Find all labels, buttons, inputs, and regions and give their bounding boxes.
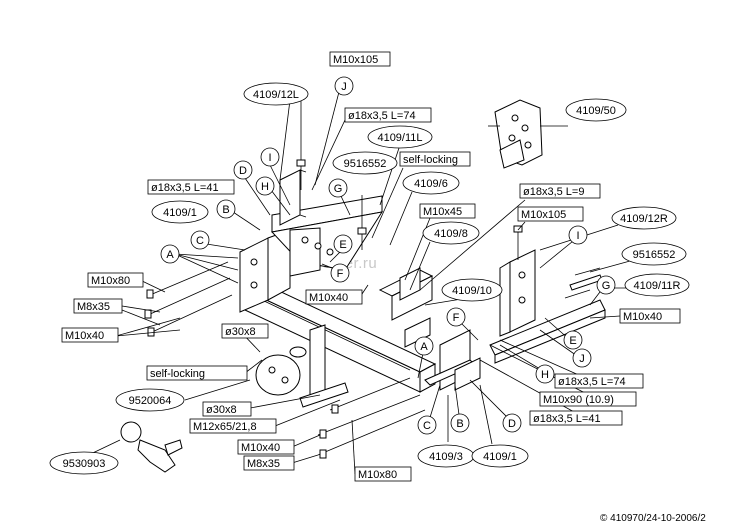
label-m12x65: M12x65/21,8	[193, 421, 257, 433]
bolts-bottom	[317, 377, 426, 459]
letter-b-left: B	[222, 204, 229, 216]
letter-g-left: G	[334, 183, 343, 195]
code-spacer-right: 9516552	[633, 249, 676, 261]
label-m10x40-bottom: M10x40	[241, 442, 280, 454]
socket-plate-assembly	[255, 324, 349, 408]
code-plate-10: 4109/10	[452, 285, 492, 297]
label-tube-74-top: ø18x3,5 L=74	[348, 110, 416, 122]
letter-e-left: E	[339, 239, 346, 251]
right-lower-bracket	[424, 329, 481, 391]
center-plates	[378, 267, 434, 348]
code-plate-1-top: 4109/1	[163, 207, 197, 219]
upright-bracket-left	[279, 169, 307, 226]
code-insert-plate: 4109/50	[576, 105, 616, 117]
code-plate-8: 4109/8	[434, 228, 468, 240]
letter-i-left: I	[268, 152, 271, 164]
main-crossbar	[243, 281, 437, 393]
letter-a-left: A	[166, 249, 174, 261]
code-plate-6: 4109/6	[414, 178, 448, 190]
left-arm	[271, 195, 384, 277]
letter-j-right: J	[579, 353, 585, 365]
code-arm-right: 4109/11R	[634, 280, 681, 292]
label-washer-30x8-top: ø30x8	[225, 326, 256, 338]
letter-h-right: H	[541, 369, 549, 381]
letter-f-left: F	[337, 268, 344, 280]
label-m10x80-bottom: M10x80	[358, 469, 397, 481]
label-m10x45: M10x45	[423, 206, 462, 218]
copyright-text: © 410970/24-10-2006/2	[600, 513, 706, 524]
letter-callouts: J I D H G B C E A F I G F E A J H	[160, 76, 616, 435]
label-m10x90: M10x90 (10.9)	[543, 394, 614, 406]
label-m8x35-bottom: M8x35	[247, 458, 280, 470]
code-spacer-left: 9516552	[344, 158, 387, 170]
letter-a-right: A	[420, 341, 428, 353]
code-socket-plate: 9520064	[129, 395, 172, 407]
label-m8x35-left: M8x35	[77, 301, 110, 313]
label-self-locking-top: self-locking	[403, 154, 458, 166]
tow-ball	[120, 421, 183, 473]
letter-e-right: E	[569, 335, 576, 347]
label-m10x40-right: M10x40	[623, 311, 662, 323]
letter-d-left: D	[239, 165, 247, 177]
label-tube-9: ø18x3,5 L=9	[523, 186, 584, 198]
label-m10x80-left: M10x80	[91, 275, 130, 287]
letter-d-right: D	[508, 418, 516, 430]
part-code-labels: 4109/12L 4109/11L 4109/50 9516552 4109/6…	[49, 82, 690, 475]
code-bracket-right: 4109/12R	[620, 213, 668, 225]
code-bracket-left: 4109/12L	[253, 89, 299, 101]
letter-f-right: F	[453, 312, 460, 324]
label-tube-74-bottom: ø18x3,5 L=74	[558, 376, 626, 388]
label-m10x40-left: M10x40	[65, 330, 104, 342]
letter-h-left: H	[261, 181, 269, 193]
code-tow-ball: 9530903	[63, 458, 106, 470]
insert-plate	[494, 99, 543, 169]
letter-j-left: J	[341, 81, 347, 93]
label-washer-30x8-bottom: ø30x8	[206, 404, 237, 416]
code-plate-1-bottom: 4109/1	[483, 451, 517, 463]
letter-c-left: C	[196, 235, 204, 247]
letter-c-right: C	[423, 420, 431, 432]
fastener-labels: M10x105 ø18x3,5 L=74 ø18x3,5 L=41 self-l…	[61, 51, 681, 482]
code-plate-3: 4109/3	[429, 451, 463, 463]
letter-g-right: G	[602, 280, 611, 292]
label-m10x105-right: M10x105	[521, 209, 566, 221]
label-tube-41-top: ø18x3,5 L=41	[151, 182, 219, 194]
letter-b-right: B	[456, 418, 463, 430]
bolts-left	[144, 125, 601, 337]
letter-i-right: I	[576, 230, 579, 242]
label-m10x40-center: M10x40	[309, 292, 348, 304]
label-self-locking-bottom: self-locking	[150, 368, 205, 380]
label-m10x105-top: M10x105	[333, 54, 378, 66]
label-tube-41-bottom: ø18x3,5 L=41	[533, 413, 601, 425]
right-upright-bracket	[499, 249, 536, 337]
code-arm-left: 4109/11L	[377, 132, 422, 144]
